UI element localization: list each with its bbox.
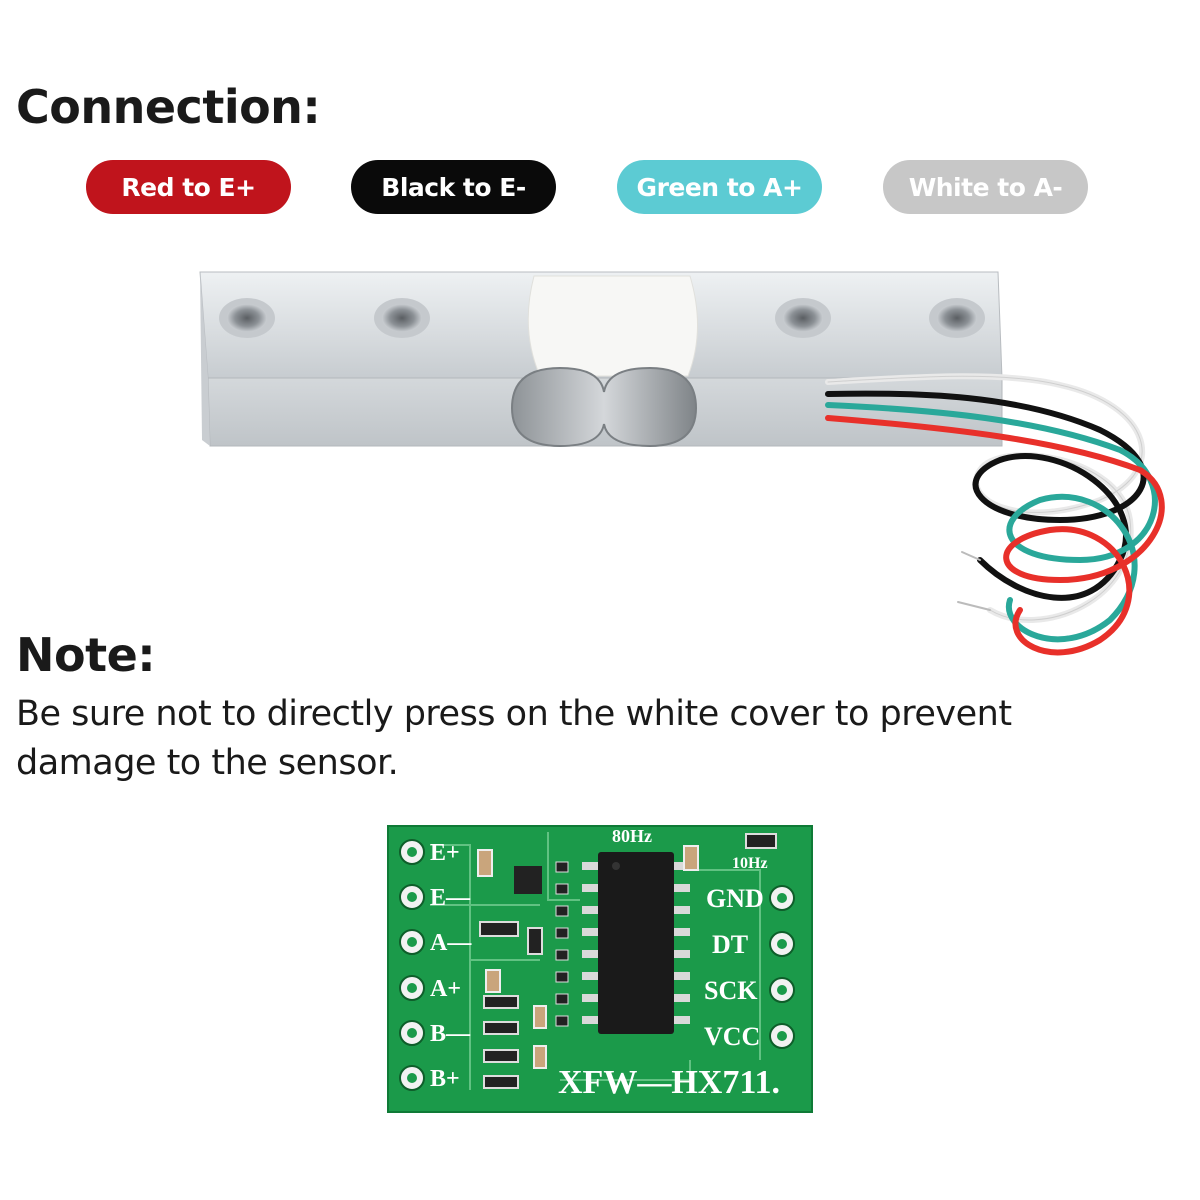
screw-hole-icon [374,298,430,338]
wire-white-label: White to A- [908,172,1063,202]
pin-label-dt: DT [712,930,748,959]
pin-label-vcc: VCC [704,1022,760,1051]
white-cover [527,275,699,377]
pin-label-a-minus: A— [430,930,472,956]
pin-label-b-minus: B— [430,1021,471,1047]
hx711-chip [582,852,690,1034]
screw-hole-icon [929,298,985,338]
wire-black-label: Black to E- [381,172,526,202]
bore-hole [510,366,698,448]
board-model-label: XFW—HX711. [558,1064,780,1101]
connection-heading: Connection: [16,80,321,134]
wire-red-pill: Red to E+ [86,160,291,214]
note-text: Be sure not to directly press on the whi… [16,694,1012,783]
wire-black-pill: Black to E- [351,160,556,214]
load-cell-bar [199,271,1003,448]
pin-label-sck: SCK [704,976,758,1005]
sensor-wires [825,373,1165,656]
pin-label-a-plus: A+ [430,976,461,1002]
screw-hole-icon [219,298,275,338]
rate-10-label: 10Hz [732,855,768,872]
pin-label-e-minus: E— [430,885,471,911]
wire-green-pill: Green to A+ [617,160,822,214]
hx711-board: 80Hz 10Hz E+ E— A— A+ B— B+ GND DT SCK V… [387,825,813,1113]
rate-80-label: 80Hz [612,826,652,846]
pin-label-gnd: GND [706,884,764,913]
wire-red-label: Red to E+ [121,172,256,202]
smd-components [477,833,777,1089]
note-heading: Note: [16,628,156,682]
wire-white-pill: White to A- [883,160,1088,214]
screw-hole-icon [775,298,831,338]
wire-green-label: Green to A+ [636,172,803,202]
pin-label-e-plus: E+ [430,840,460,866]
pin-label-b-plus: B+ [430,1066,460,1092]
